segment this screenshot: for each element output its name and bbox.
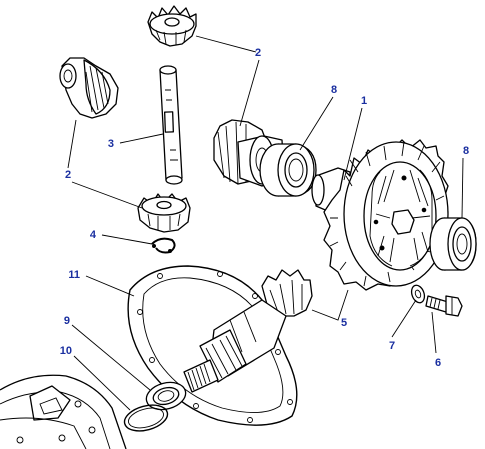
- callout-6: 6: [435, 357, 441, 369]
- callout-10: 10: [60, 345, 72, 357]
- callout-9: 9: [64, 315, 70, 327]
- washer: [410, 284, 426, 304]
- bevel-gear-top: [147, 5, 197, 47]
- gasket: [127, 265, 298, 426]
- callout-labels: 2 3 2 4 8 1 8 11 5 9 7 10 6 2: [60, 47, 469, 369]
- pinion-shaft: [183, 269, 313, 393]
- bearing-right: [429, 217, 477, 271]
- bolt: [425, 295, 463, 317]
- circlip: [151, 237, 176, 254]
- callout-3: 3: [108, 138, 114, 150]
- callout-7: 7: [389, 340, 395, 352]
- callout-1: 1: [361, 95, 367, 107]
- callout-5: 5: [341, 317, 347, 329]
- callout-2-left: 2: [65, 169, 71, 181]
- leader-lines: [67, 35, 464, 411]
- callout-2-top: 2: [255, 47, 261, 59]
- oil-seal: [145, 381, 187, 411]
- axle-housing-fragment: [0, 374, 127, 449]
- differential-carrier: [311, 139, 449, 291]
- callout-4: 4: [90, 229, 97, 241]
- cross-shaft: [159, 65, 183, 185]
- callout-8-left: 8: [331, 84, 337, 96]
- callout-11: 11: [68, 269, 80, 281]
- bearing-left: [259, 143, 317, 197]
- bevel-gear-left: [59, 57, 119, 119]
- callout-8-right: 8: [463, 145, 469, 157]
- o-ring: [123, 404, 169, 432]
- bevel-gear-lower: [137, 193, 191, 233]
